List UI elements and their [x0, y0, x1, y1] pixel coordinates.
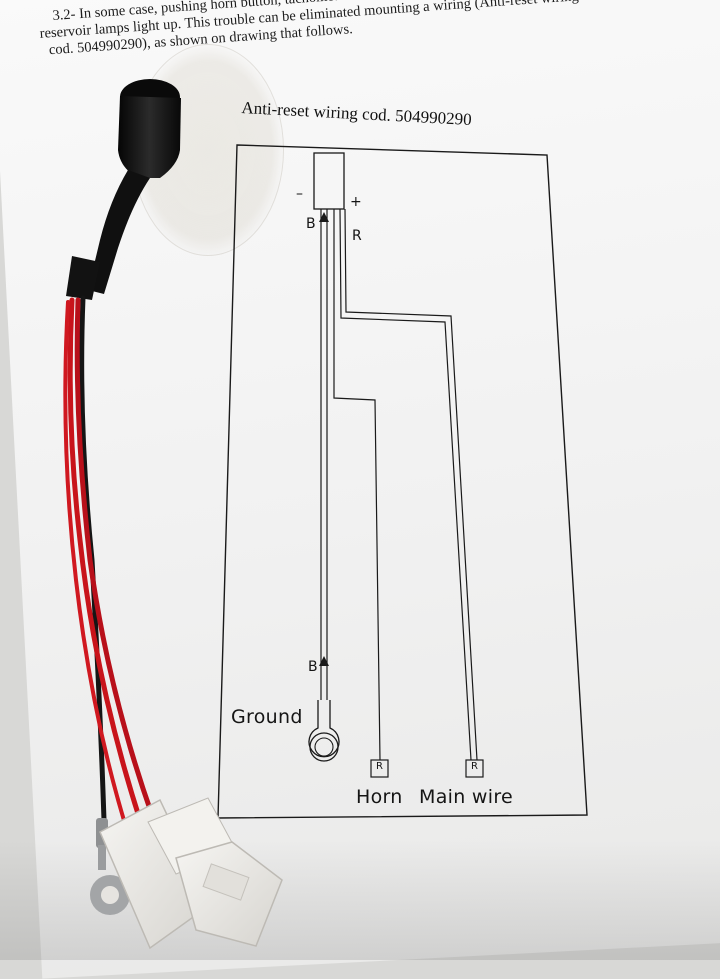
diagram-arrow-b-bottom — [319, 656, 329, 666]
diagram-wire-horn — [333, 209, 381, 761]
wire-red-1 — [67, 297, 143, 823]
wire-b-bottom-label: B — [308, 659, 318, 675]
diagram-terminal-main — [465, 759, 484, 778]
diagram-wire-main — [339, 208, 472, 761]
harness-wires — [63, 295, 155, 842]
terminal-horn-label: R — [376, 761, 383, 772]
wire-black — [79, 295, 107, 823]
diagram-ground-eyelet — [308, 700, 340, 758]
white-connectors — [99, 797, 283, 950]
ground-label: Ground — [231, 706, 303, 728]
diagram-terminal-horn — [370, 759, 389, 778]
rubber-boot — [66, 79, 181, 300]
minus-label: – — [296, 186, 303, 202]
terminal-main-label: R — [471, 761, 478, 772]
horn-label: Horn — [356, 786, 403, 808]
wire-r-top-label: R — [352, 228, 362, 244]
diagram-arrow-b-top — [319, 212, 329, 222]
wire-red-3 — [63, 300, 132, 842]
diagram-ground-eyelet-hole — [309, 732, 339, 762]
wire-red-2 — [74, 297, 155, 818]
diagram-frame — [217, 144, 588, 819]
diagram-ground-eyelet-inner — [314, 737, 334, 757]
diagram-connector-box — [313, 152, 345, 210]
main-wire-label: Main wire — [419, 786, 513, 808]
wire-b-top-label: B — [306, 216, 316, 232]
plus-label: + — [350, 194, 362, 210]
diagram-wire-main-2 — [344, 208, 478, 761]
